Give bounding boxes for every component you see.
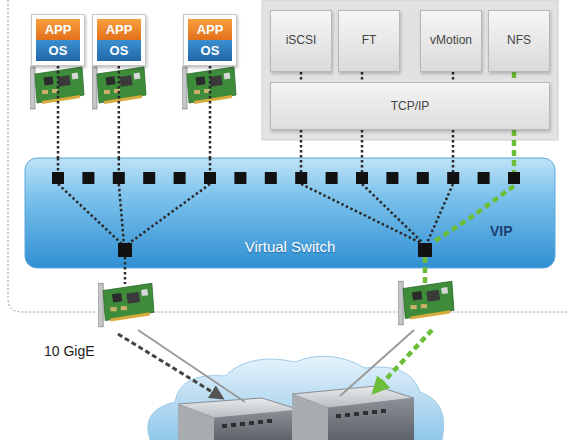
switch-port: [82, 172, 94, 184]
vm-nic-cards: [30, 67, 236, 109]
stack-band: TCP/IP: [270, 82, 550, 130]
virtual-machine: APPOS: [92, 14, 146, 66]
physical-switch: [292, 386, 414, 440]
switch-port: [295, 172, 307, 184]
nfs-path: [425, 130, 514, 290]
virtual-machine: APPOS: [31, 14, 85, 66]
switch-port: [447, 172, 459, 184]
switch-port: [204, 172, 216, 184]
node-label: FT: [339, 11, 399, 47]
vip-label: VIP: [490, 223, 513, 239]
switch-port: [143, 172, 155, 184]
physical-switch: [178, 398, 300, 440]
dotted-link: [452, 72, 455, 82]
service-box: vMotion: [420, 10, 482, 72]
switch-port: [386, 172, 398, 184]
traffic-arrow: [374, 330, 432, 392]
switch-port: [326, 172, 338, 184]
node-label: NFS: [489, 11, 549, 47]
switch-port: [417, 172, 429, 184]
uplink-port: [118, 243, 132, 257]
node-label: TCP/IP: [271, 83, 549, 129]
uplink-port: [418, 243, 432, 257]
service-box: FT: [338, 10, 400, 72]
dotted-link: [118, 66, 121, 158]
cloud: [148, 356, 444, 440]
dotted-link: [361, 72, 364, 82]
switch-port: [356, 172, 368, 184]
nfs-link: [512, 72, 517, 82]
os-layer: OS: [36, 40, 80, 61]
app-layer: APP: [36, 19, 80, 40]
switch-port: [113, 172, 125, 184]
switch-port: [174, 172, 186, 184]
uplink-nic: [398, 281, 454, 325]
switch-port: [508, 172, 520, 184]
node-label: iSCSI: [271, 11, 331, 47]
node-label: vMotion: [421, 11, 481, 47]
link-speed-label: 10 GigE: [44, 343, 95, 359]
dotted-link: [57, 66, 60, 158]
virtual-switch: Virtual Switch: [25, 158, 555, 268]
os-layer: OS: [97, 40, 141, 61]
switch-port: [234, 172, 246, 184]
service-box: NFS: [488, 10, 550, 72]
app-layer: APP: [97, 19, 141, 40]
dotted-link: [300, 72, 303, 82]
switch-port: [52, 172, 64, 184]
dotted-link: [209, 66, 212, 158]
uplink-nic: [98, 283, 154, 327]
service-box: iSCSI: [270, 10, 332, 72]
node-label: Virtual Switch: [25, 238, 555, 255]
cable: [138, 330, 245, 402]
traffic-arrow: [118, 334, 222, 398]
switch-ports: [52, 172, 520, 184]
port-links: [58, 130, 453, 284]
switch-port: [478, 172, 490, 184]
os-layer: OS: [188, 40, 232, 61]
app-layer: APP: [188, 19, 232, 40]
switch-port: [265, 172, 277, 184]
virtual-machine: APPOS: [183, 14, 237, 66]
